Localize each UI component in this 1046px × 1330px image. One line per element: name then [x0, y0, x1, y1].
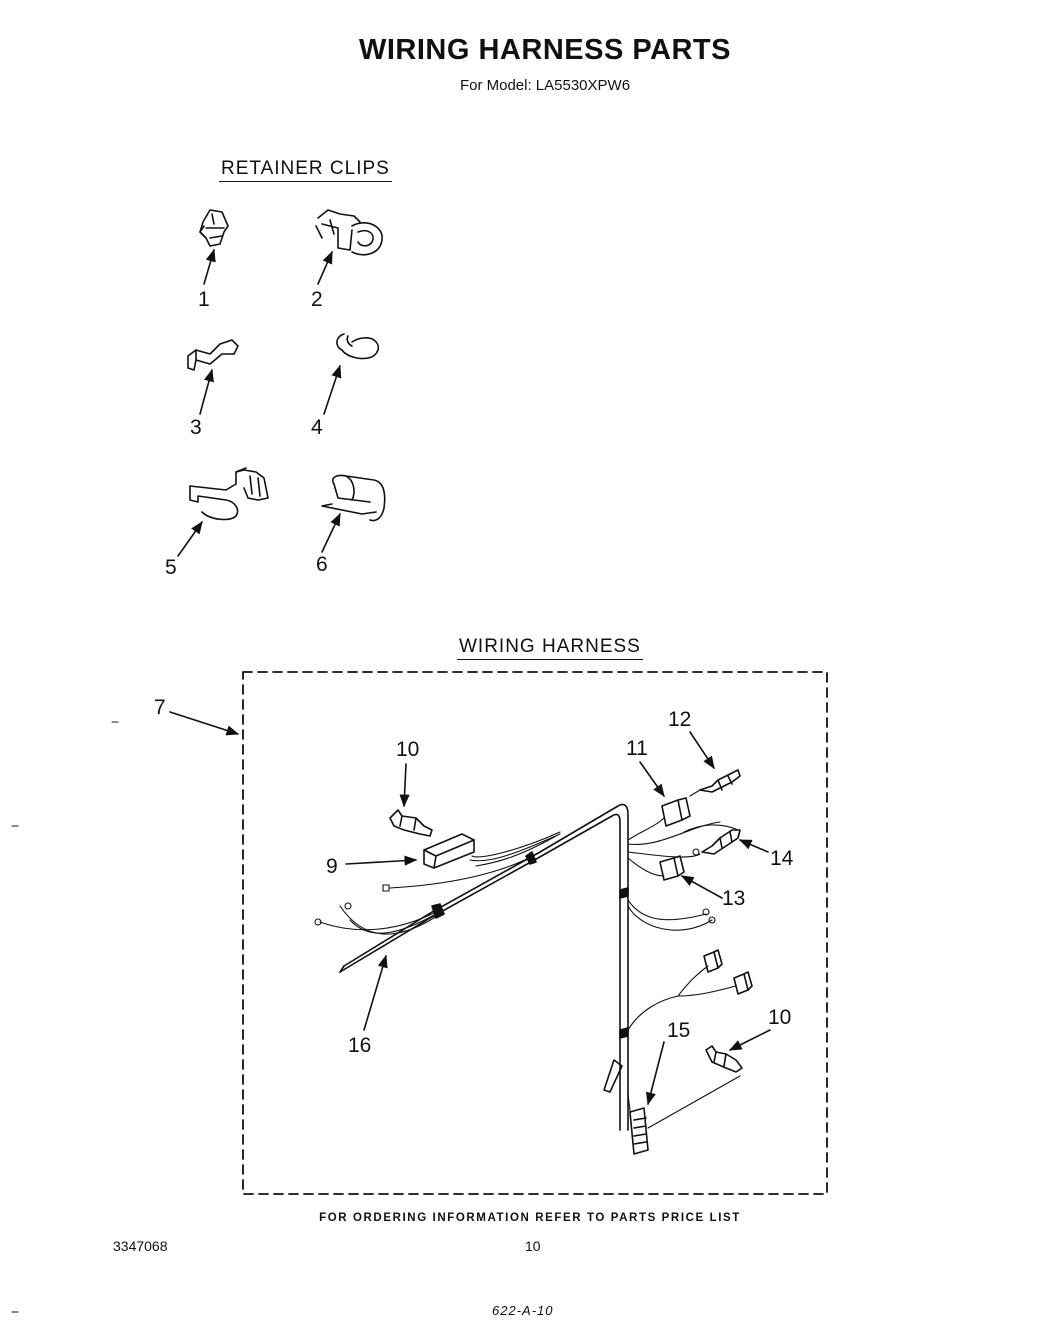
arrow-13: [680, 875, 723, 899]
callout-7: 7: [154, 696, 166, 719]
callout-2: 2: [311, 288, 323, 311]
arrow-6: [321, 512, 341, 553]
callout-11: 11: [626, 737, 648, 760]
plug-connectors: [703, 949, 753, 995]
arrow-14: [738, 839, 769, 853]
callout-4: 4: [311, 416, 323, 439]
arrow-4: [323, 364, 342, 415]
ordering-note: FOR ORDERING INFORMATION REFER TO PARTS …: [319, 1212, 741, 1224]
retainer-clip-1-drawing: [199, 209, 229, 247]
arrow-9: [345, 855, 418, 866]
connector-11-drawing: [661, 797, 691, 827]
callout-6: 6: [316, 553, 328, 576]
harness-branch-wires-left: [314, 831, 561, 935]
callout-9: 9: [326, 855, 338, 878]
arrow-7: [169, 711, 240, 736]
callout-1: 1: [198, 288, 210, 311]
retainer-clip-2-drawing: [315, 209, 383, 256]
connector-13-drawing: [659, 855, 685, 881]
arrow-2: [317, 250, 333, 285]
connector-9-drawing: [423, 833, 475, 869]
arrow-15: [645, 1041, 665, 1106]
arrow-16: [363, 954, 388, 1031]
retainer-clip-3-drawing: [187, 339, 239, 371]
retainer-clip-6-drawing: [321, 474, 386, 522]
harness-boundary-box: [242, 671, 828, 1195]
callout-10-left: 10: [396, 738, 420, 761]
page-number: 10: [525, 1238, 541, 1254]
callout-3: 3: [190, 416, 202, 439]
callout-15: 15: [667, 1019, 691, 1042]
document-number: 3347068: [113, 1238, 168, 1254]
arrow-12: [689, 731, 715, 770]
harness-branch-wires-right: [627, 817, 739, 1031]
callout-12: 12: [668, 708, 692, 731]
retainer-clip-5-drawing: [189, 467, 269, 521]
callout-16: 16: [348, 1034, 372, 1057]
arrow-3: [199, 368, 214, 415]
arrow-5: [177, 520, 203, 557]
callout-14: 14: [770, 847, 794, 870]
handwritten-code: 622-A-10: [492, 1303, 554, 1318]
arrow-10-left: [399, 763, 410, 808]
harness-trunk: [339, 803, 629, 1131]
retainer-clips-heading: RETAINER CLIPS: [219, 158, 392, 182]
arrow-1: [203, 248, 216, 285]
callout-5: 5: [165, 556, 177, 579]
callout-13: 13: [722, 887, 746, 910]
terminal-14-drawing: [701, 829, 741, 855]
terminal-10-left-drawing: [389, 809, 433, 837]
page-title: WIRING HARNESS PARTS: [359, 34, 731, 66]
arrow-11: [639, 761, 665, 798]
callout-10-right: 10: [768, 1006, 792, 1029]
arrow-10-right: [728, 1029, 771, 1051]
wiring-harness-heading: WIRING HARNESS: [457, 636, 643, 660]
model-subtitle: For Model: LA5530XPW6: [459, 77, 631, 94]
terminal-12-drawing: [689, 769, 741, 797]
terminal-10-right-drawing: [705, 1045, 743, 1073]
connector-15-drawing: [627, 1075, 741, 1155]
retainer-clip-4-drawing: [336, 333, 380, 360]
